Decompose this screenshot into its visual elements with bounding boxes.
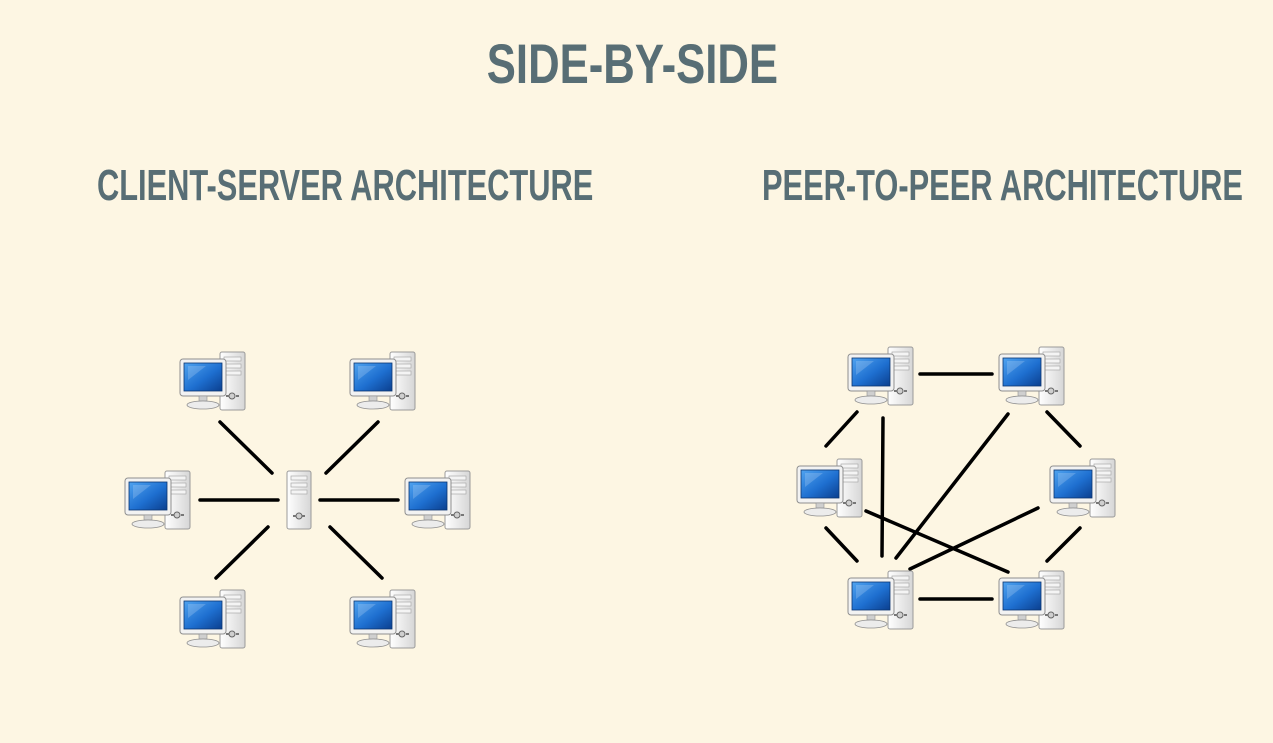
client-server-title: CLIENT-SERVER ARCHITECTURE [97, 161, 594, 210]
p2p-link [824, 410, 859, 448]
cs-link-bottom-right [328, 525, 384, 580]
p2p-link [824, 526, 859, 563]
peer-computer-icon [847, 570, 914, 630]
p2p-link [880, 416, 885, 558]
peer-computer-icon [847, 346, 914, 406]
peer-to-peer-diagram [796, 346, 1116, 630]
p2p-link [864, 509, 1010, 574]
server-tower-icon [286, 470, 312, 530]
client-server-diagram [124, 351, 471, 649]
peer-computer-icon [796, 458, 863, 518]
cs-link-bottom-left [214, 525, 270, 580]
client-computer-icon [349, 351, 416, 411]
p2p-link [908, 506, 1040, 571]
p2p-link [1045, 410, 1082, 448]
client-computer-icon [179, 351, 246, 411]
peer-computer-icon [1049, 458, 1116, 518]
p2p-link [1045, 526, 1082, 563]
client-computer-icon [404, 470, 471, 530]
peer-to-peer-title: PEER-TO-PEER ARCHITECTURE [762, 161, 1243, 210]
slide-title: SIDE-BY-SIDE [486, 32, 779, 95]
cs-link-top-left [218, 420, 274, 475]
peer-computer-icon [998, 346, 1065, 406]
p2p-link [894, 412, 1010, 560]
client-computer-icon [179, 589, 246, 649]
client-computer-icon [124, 470, 191, 530]
peer-computer-icon [998, 570, 1065, 630]
client-computer-icon [349, 589, 416, 649]
cs-link-top-right [324, 420, 380, 475]
